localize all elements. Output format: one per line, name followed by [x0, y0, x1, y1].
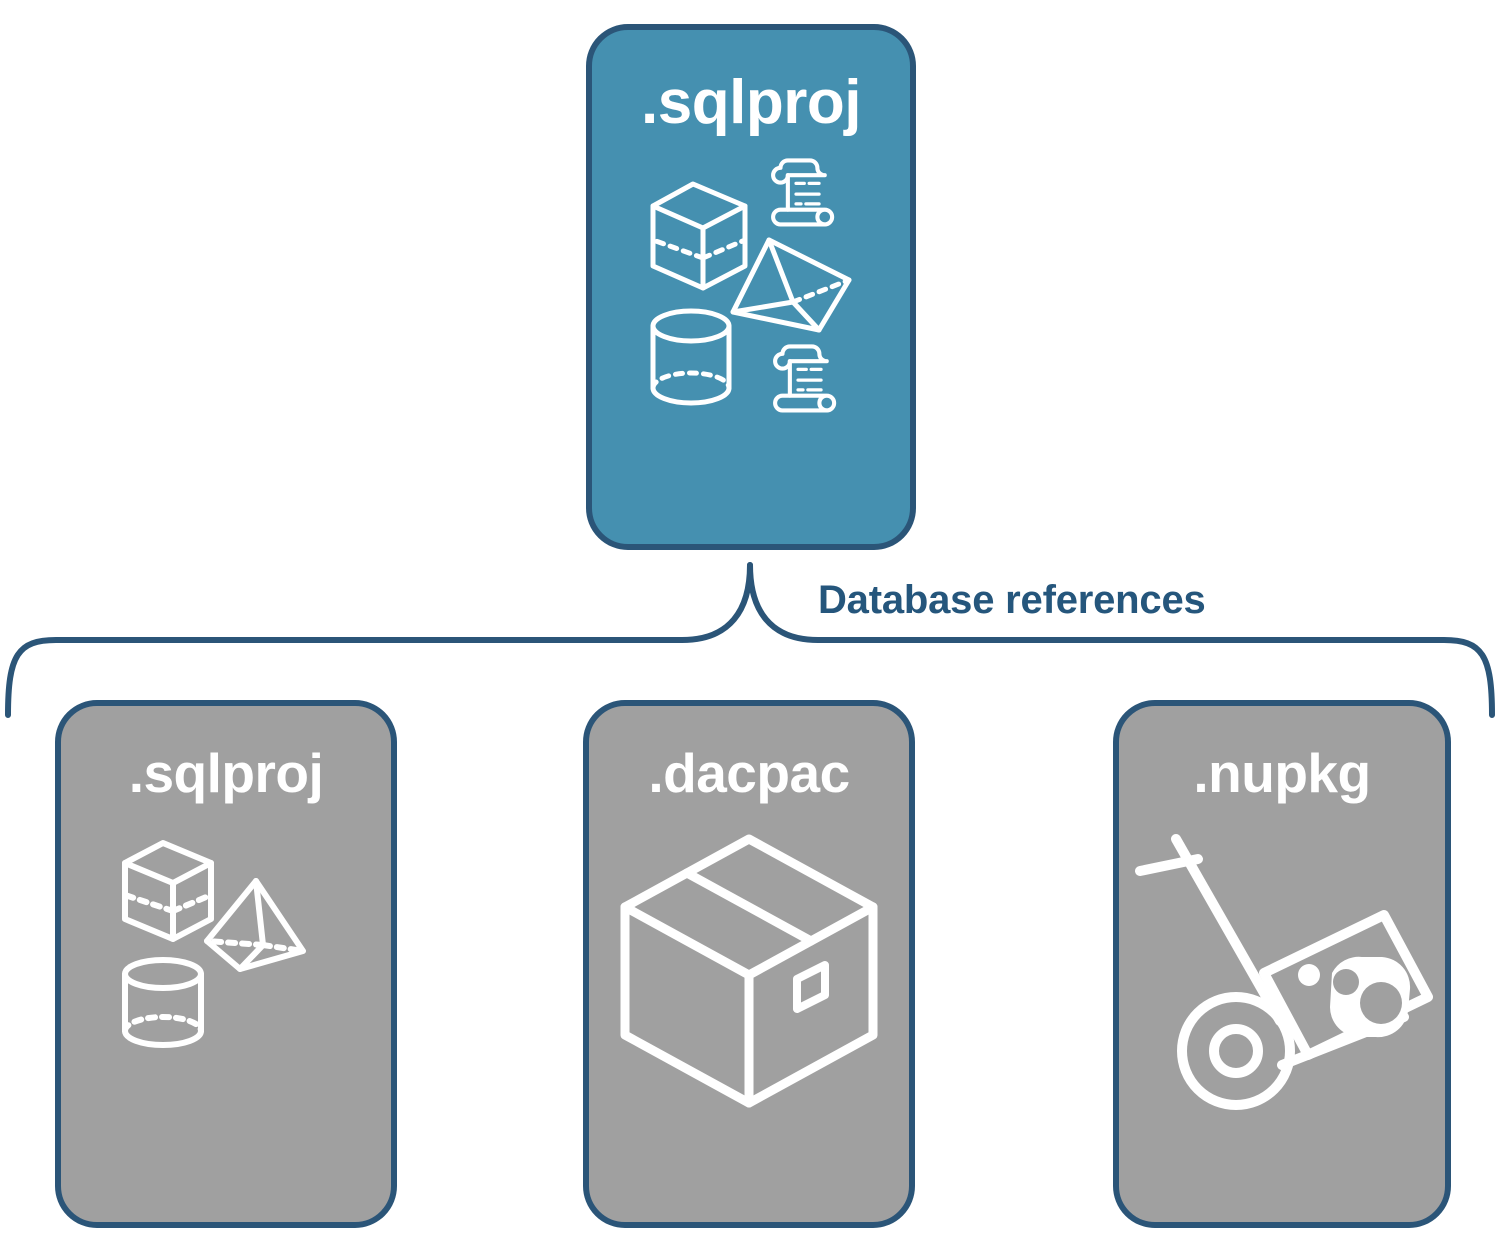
reference-card-sqlproj-label: .sqlproj: [128, 742, 324, 804]
reference-card-sqlproj[interactable]: .sqlproj: [55, 700, 397, 1228]
package-box-icon: [620, 834, 878, 1108]
reference-card-dacpac[interactable]: .dacpac: [583, 700, 915, 1228]
bracket-left-arm: [5, 562, 753, 718]
wireframe-cylinder-icon: [122, 957, 204, 1048]
scroll-script-icon: [773, 344, 837, 413]
root-project-label: .sqlproj: [641, 68, 861, 137]
reference-card-dacpac-label: .dacpac: [648, 742, 850, 804]
wireframe-cylinder-icon: [650, 308, 732, 406]
bracket-label: Database references: [818, 578, 1206, 622]
wireframe-cube-icon: [122, 840, 214, 942]
root-project-card[interactable]: .sqlproj: [586, 24, 916, 550]
reference-card-nupkg-label: .nupkg: [1193, 742, 1371, 804]
root-project-icon-group: [641, 154, 861, 434]
reference-nupkg-icon-group: [1132, 825, 1433, 1115]
reference-card-nupkg[interactable]: .nupkg: [1113, 700, 1451, 1228]
wireframe-pyramid-icon: [730, 237, 852, 333]
wireframe-pyramid-icon: [204, 878, 306, 972]
hand-truck-package-icon: [1135, 834, 1433, 1110]
wireframe-cube-icon: [650, 181, 748, 291]
scroll-script-icon: [771, 158, 835, 227]
reference-dacpac-icon-group: [599, 819, 899, 1119]
reference-sqlproj-icon-group: [111, 829, 341, 1059]
